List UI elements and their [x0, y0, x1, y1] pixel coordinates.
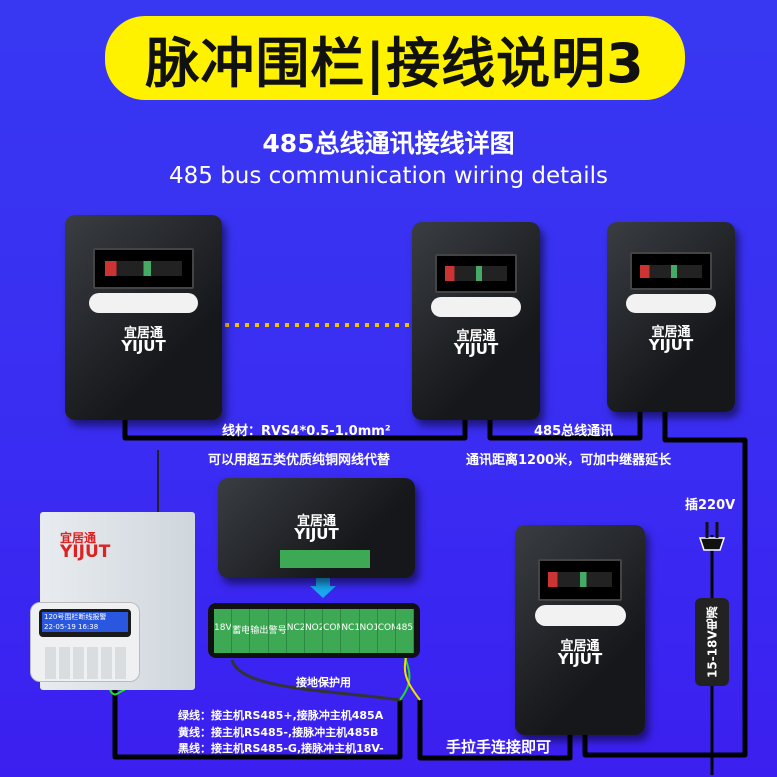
- cable-alt: 可以用超五类优质纯铜网线代替: [208, 453, 391, 468]
- yellow-wire-label: 黄线：接主机RS485-,接脉冲主机485B: [178, 726, 379, 739]
- cable-spec: 线材：RVS4*0.5-1.0mm²: [222, 424, 391, 439]
- black-wire-label: 黑线：接主机RS485-G,接脉冲主机18V-: [178, 742, 384, 755]
- arrow-down-icon: [310, 576, 336, 598]
- bus-wire-2: [487, 410, 643, 441]
- terminal-label: NC2: [287, 609, 305, 653]
- green-wire-label: 绿线：接主机RS485+,接脉冲主机485A: [178, 709, 384, 722]
- terminal-label: NO2: [305, 609, 324, 653]
- terminal-label: NC1: [341, 609, 360, 653]
- terminal-label: COM2: [323, 609, 342, 653]
- terminal-label: NO1: [360, 609, 378, 653]
- bus-wire-1: [122, 410, 468, 441]
- distance-label: 通讯距离1200米，可加中继器延长: [466, 453, 672, 468]
- lcd-line-1: 120号围栏断线报警: [42, 612, 128, 622]
- bus-wire-3: [582, 410, 748, 758]
- bus-wire-4: [112, 690, 403, 760]
- bus-wire-5: [417, 700, 573, 761]
- ground-wire: [230, 659, 401, 702]
- lcd-line-2: 22-05-19 16:38: [42, 622, 128, 632]
- terminal-label: 输出: [250, 609, 269, 653]
- terminal-label: 蓄电池: [232, 609, 251, 653]
- terminal-label: 485: [396, 609, 415, 653]
- page-title: 脉冲围栏|接线说明3: [105, 16, 685, 100]
- subtitle-en: 485 bus communication wiring details: [168, 163, 609, 189]
- subtitle-cn: 485总线通讯接线详图: [262, 129, 515, 158]
- bus-label: 485总线通讯: [534, 424, 614, 439]
- power-supply-label: 15-18V电源: [695, 598, 729, 686]
- terminal-block: 18V 蓄电池 输出 警号 NC2 NO2 COM2 NC1 NO1 COM1 …: [208, 603, 420, 658]
- plug-icon: [698, 537, 726, 551]
- daisy-chain-label: 手拉手连接即可: [446, 738, 552, 756]
- terminal-label: COM1: [378, 609, 396, 653]
- ground-label: 接地保护用: [296, 676, 351, 689]
- plug-label: 插220V: [685, 498, 736, 513]
- terminal-label: 18V: [214, 609, 233, 653]
- terminal-label: 警号: [269, 609, 287, 653]
